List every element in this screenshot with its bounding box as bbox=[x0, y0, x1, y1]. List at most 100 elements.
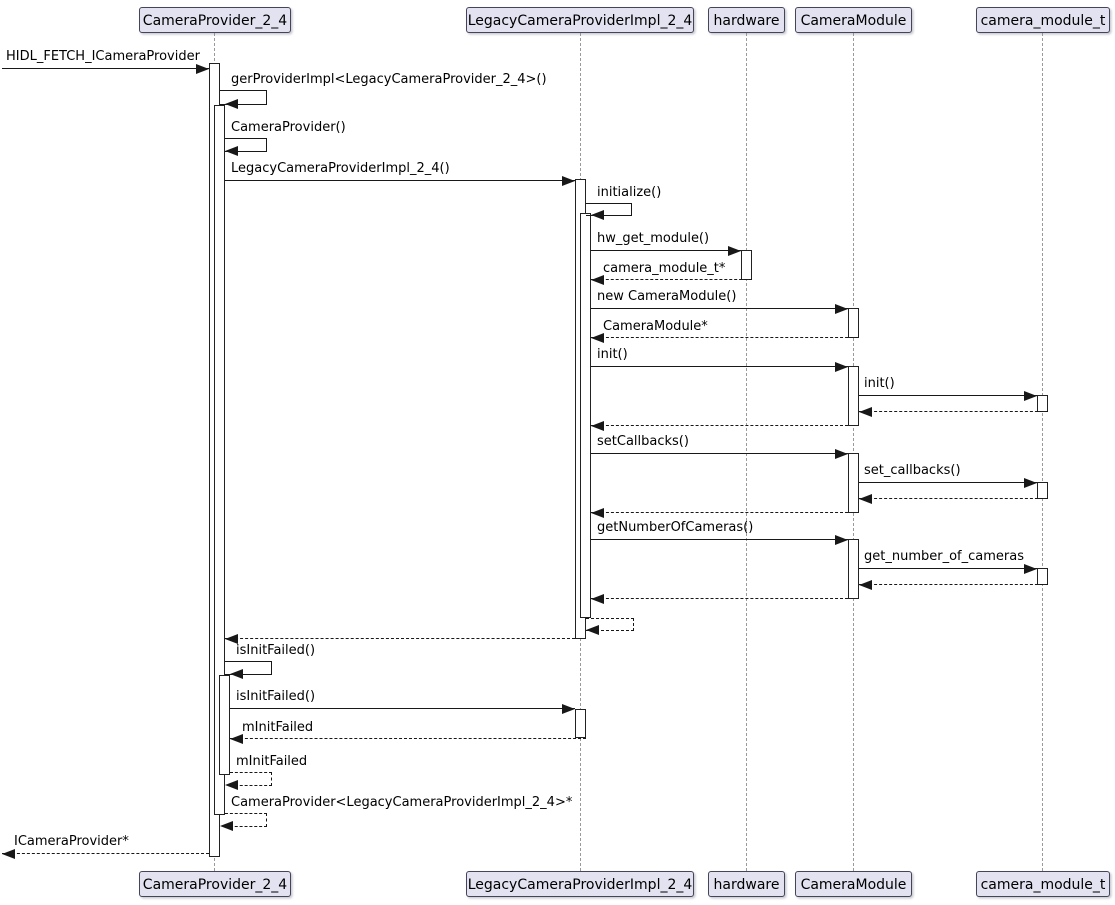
participant-top-legacycameraproviderimpl-2-4: LegacyCameraProviderImpl_2_4 bbox=[466, 7, 694, 33]
arrowhead-icon bbox=[591, 594, 604, 604]
arrowhead-icon bbox=[591, 421, 604, 431]
participant-bottom-camera-module-t: camera_module_t bbox=[976, 871, 1110, 897]
msg-new-cameramodule-arrow bbox=[591, 304, 848, 314]
participant-top-hardware: hardware bbox=[708, 7, 785, 33]
return-init-outer-arrow bbox=[591, 421, 848, 431]
arrowhead-icon bbox=[835, 362, 848, 372]
arrowhead-icon bbox=[859, 494, 872, 504]
arrowhead-icon bbox=[859, 407, 872, 417]
arrowhead-icon bbox=[1024, 564, 1037, 574]
activation-cameramodule-ctor bbox=[848, 308, 859, 338]
msg-new-cameramodule-label: new CameraModule() bbox=[597, 289, 737, 304]
msg-getproviderimpl-selfloop bbox=[220, 90, 267, 109]
msg-getnumberofcameras-outer-arrow bbox=[591, 535, 848, 545]
return-legacy-ctor-arrow bbox=[225, 634, 575, 644]
arrowhead-icon bbox=[835, 449, 848, 459]
return-init-inner-arrow bbox=[859, 407, 1048, 417]
return-minitfailed-self-label: mInitFailed bbox=[236, 754, 308, 769]
arrowhead-icon bbox=[728, 246, 741, 256]
arrowhead-icon bbox=[1024, 391, 1037, 401]
arrowhead-icon bbox=[220, 821, 233, 831]
arrowhead-icon bbox=[225, 99, 238, 109]
return-minitfailed-arrow bbox=[230, 734, 586, 744]
return-getnumberofcameras-inner-arrow bbox=[859, 580, 1048, 590]
return-setcallbacks-inner-arrow bbox=[859, 494, 1048, 504]
activation-cameramodule-getnumberofcameras bbox=[848, 539, 859, 599]
participant-bottom-cameraprovider-2-4: CameraProvider_2_4 bbox=[139, 871, 291, 897]
msg-initialize-label: initialize() bbox=[597, 185, 662, 200]
activation-legacy-isinitfailed bbox=[575, 709, 586, 738]
arrowhead-icon bbox=[230, 669, 243, 679]
msg-initialize-selfloop bbox=[586, 203, 632, 220]
msg-isinitfailed-call-label: isInitFailed() bbox=[236, 689, 316, 704]
activation-camera-module-t-getnumber bbox=[1037, 568, 1048, 585]
msg-camera-module-t-ptr-label: camera_module_t* bbox=[603, 261, 726, 276]
msg-hidl-fetch-label: HIDL_FETCH_ICameraProvider bbox=[6, 49, 200, 64]
arrowhead-icon bbox=[586, 625, 599, 635]
activation-cameraprovider-getproviderimpl bbox=[214, 105, 225, 815]
msg-init-outer-label: init() bbox=[597, 347, 628, 362]
arrowhead-icon bbox=[230, 734, 243, 744]
arrowhead-icon bbox=[225, 634, 238, 644]
msg-setcallbacks-outer-label: setCallbacks() bbox=[597, 434, 689, 449]
activation-legacy-initialize bbox=[580, 213, 591, 618]
return-setcallbacks-outer-arrow bbox=[591, 508, 848, 518]
arrowhead-icon bbox=[835, 304, 848, 314]
lifeline-camera-module-t bbox=[1042, 33, 1043, 871]
msg-hw-get-module-arrow bbox=[591, 246, 741, 256]
lifeline-cameramodule bbox=[853, 33, 854, 871]
arrowhead-icon bbox=[196, 64, 209, 74]
arrowhead-icon bbox=[591, 210, 604, 220]
msg-camera-module-t-ptr-arrow bbox=[591, 275, 752, 285]
msg-init-inner-label: init() bbox=[864, 376, 895, 391]
lifeline-hardware bbox=[746, 33, 747, 871]
arrowhead-icon bbox=[225, 146, 238, 156]
msg-hw-get-module-label: hw_get_module() bbox=[597, 231, 710, 246]
msg-cameramodule-ptr-label: CameraModule* bbox=[603, 319, 708, 334]
msg-legacy-ctor-label: LegacyCameraProviderImpl_2_4() bbox=[231, 161, 450, 176]
return-icameraprovider-label: ICameraProvider* bbox=[14, 834, 129, 849]
activation-cameramodule-init bbox=[848, 366, 859, 426]
msg-getproviderimpl-label: gerProviderImpl<LegacyCameraProvider_2_4… bbox=[231, 72, 547, 87]
return-initialize-selfloop bbox=[586, 618, 634, 635]
activation-camera-module-t-setcallbacks bbox=[1037, 482, 1048, 499]
activation-hardware bbox=[741, 250, 752, 280]
msg-setcallbacks-inner-arrow bbox=[859, 478, 1037, 488]
return-icameraprovider-arrow bbox=[2, 849, 209, 859]
return-cameraprovider-template-label: CameraProvider<LegacyCameraProviderImpl_… bbox=[231, 795, 573, 810]
msg-isinitfailed-call-arrow bbox=[230, 704, 575, 714]
arrowhead-icon bbox=[225, 780, 238, 790]
participant-top-cameraprovider-2-4: CameraProvider_2_4 bbox=[139, 7, 291, 33]
arrowhead-icon bbox=[562, 176, 575, 186]
arrowhead-icon bbox=[562, 704, 575, 714]
msg-setcallbacks-outer-arrow bbox=[591, 449, 848, 459]
arrowhead-icon bbox=[2, 849, 15, 859]
participant-bottom-legacycameraproviderimpl-2-4: LegacyCameraProviderImpl_2_4 bbox=[466, 871, 694, 897]
msg-getnumberofcameras-outer-label: getNumberOfCameras() bbox=[597, 520, 754, 535]
arrowhead-icon bbox=[591, 508, 604, 518]
return-minitfailed-label: mInitFailed bbox=[242, 720, 314, 735]
return-getnumberofcameras-outer-arrow bbox=[591, 594, 848, 604]
msg-init-inner-arrow bbox=[859, 391, 1037, 401]
arrowhead-icon bbox=[1024, 478, 1037, 488]
return-minitfailed-selfloop bbox=[225, 772, 272, 790]
return-cameraprovider-template-selfloop bbox=[220, 813, 267, 831]
msg-hidl-fetch-arrow bbox=[2, 64, 209, 74]
participant-top-cameramodule: CameraModule bbox=[795, 7, 912, 33]
arrowhead-icon bbox=[591, 275, 604, 285]
arrowhead-icon bbox=[859, 580, 872, 590]
msg-cameraprovider-ctor-label: CameraProvider() bbox=[231, 120, 346, 135]
msg-cameraprovider-ctor-selfloop bbox=[225, 138, 267, 156]
arrowhead-icon bbox=[835, 535, 848, 545]
participant-top-camera-module-t: camera_module_t bbox=[976, 7, 1110, 33]
msg-legacy-ctor-arrow bbox=[225, 176, 575, 186]
activation-cameraprovider-isinitfailed bbox=[219, 675, 230, 775]
participant-bottom-cameramodule: CameraModule bbox=[795, 871, 912, 897]
msg-isinitfailed-self-label: isInitFailed() bbox=[236, 643, 316, 658]
msg-setcallbacks-inner-label: set_callbacks() bbox=[864, 463, 961, 478]
msg-getnumberofcameras-inner-arrow bbox=[859, 564, 1037, 574]
participant-bottom-hardware: hardware bbox=[708, 871, 785, 897]
activation-camera-module-t-init bbox=[1037, 395, 1048, 412]
arrowhead-icon bbox=[591, 333, 604, 343]
